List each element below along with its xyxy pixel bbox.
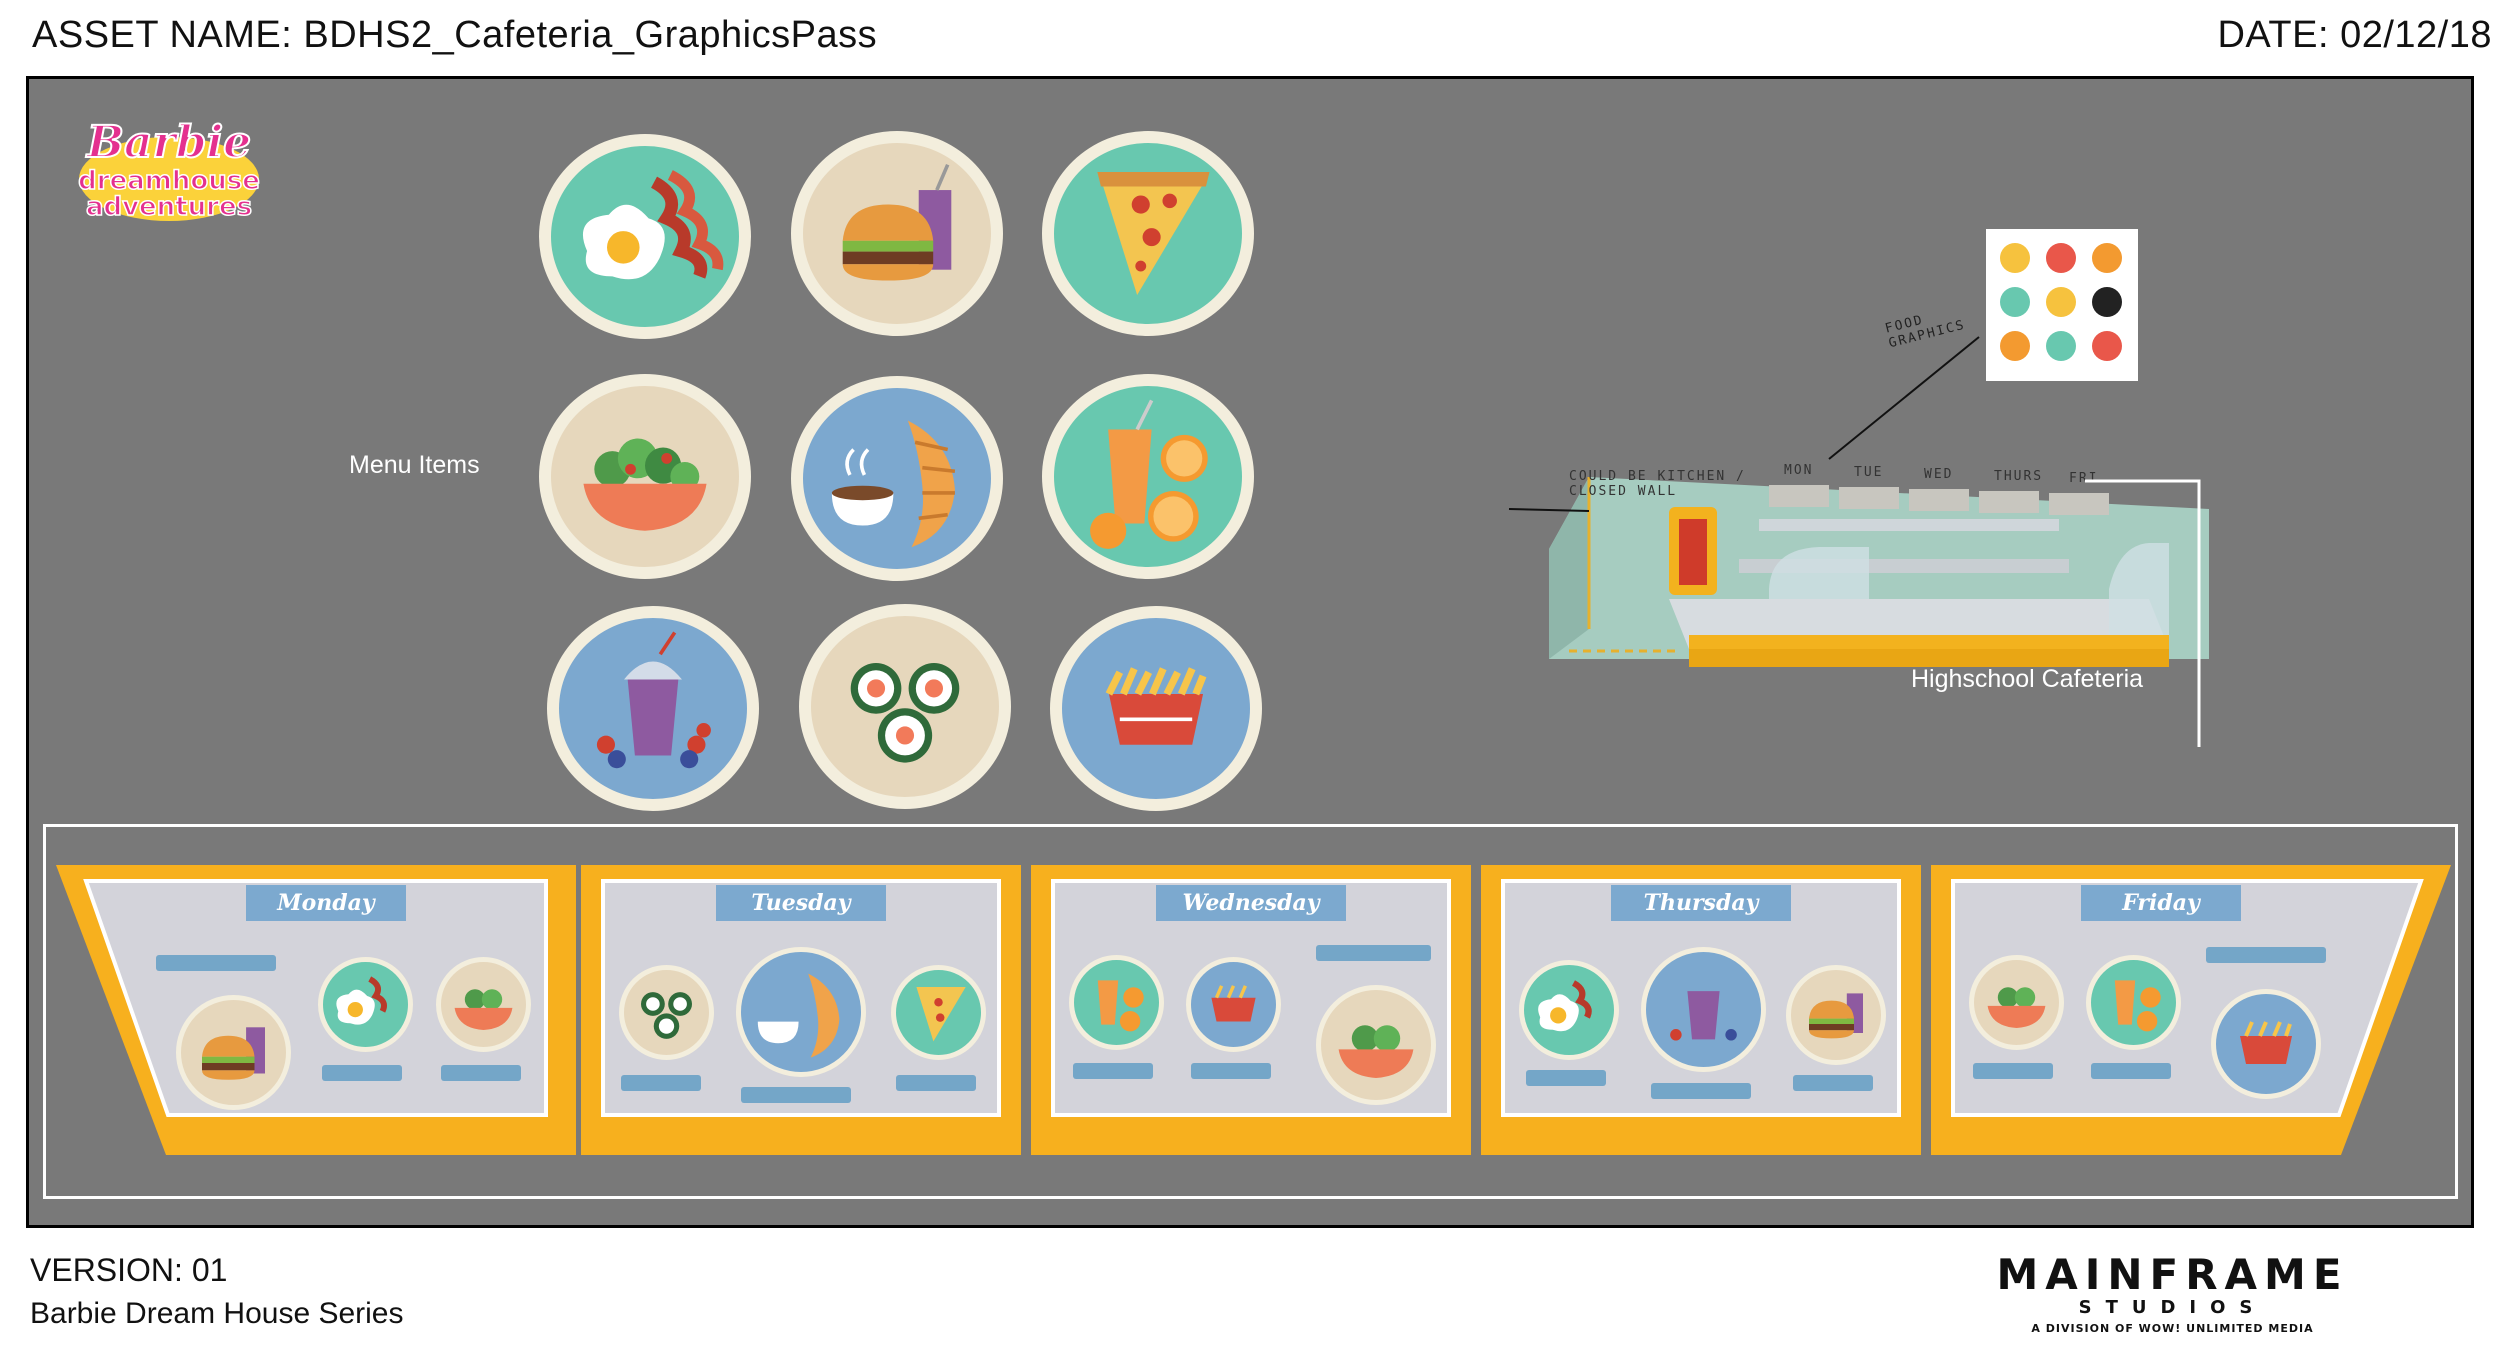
studio-sub: STUDIOS xyxy=(2078,1297,2267,1318)
reference-dot-icon xyxy=(2046,243,2076,273)
svg-text:Barbie: Barbie xyxy=(85,117,251,168)
orange-juice-icon xyxy=(1069,955,1164,1050)
reference-dot-icon xyxy=(2046,287,2076,317)
coffee-croissant-icon xyxy=(736,947,866,1077)
fries-tray-icon xyxy=(1186,957,1281,1052)
barbie-logo: Barbie dreamhouse adventures xyxy=(74,109,264,229)
day-label-mon: MON xyxy=(1784,463,1814,478)
day-label-tue: TUE xyxy=(1854,465,1884,480)
pizza-slice-icon xyxy=(891,965,986,1060)
day-label-thurs: THURS xyxy=(1994,469,2044,484)
food-graphics-note: FOOD GRAPHICS xyxy=(1883,312,1968,352)
sushi-rolls-icon xyxy=(799,604,1011,809)
menu-board-friday: Friday xyxy=(1931,865,2451,1155)
price-bar xyxy=(621,1075,701,1091)
fries-tray-icon xyxy=(2211,989,2321,1099)
price-bar xyxy=(2206,947,2326,963)
berry-smoothie-icon xyxy=(547,606,759,811)
menu-items-label: Menu Items xyxy=(349,451,480,479)
burger-drink-icon xyxy=(791,131,1003,336)
orange-juice-icon xyxy=(2086,955,2181,1050)
mainframe-logo: MAINFRAME STUDIOS A DIVISION OF WOW! UNL… xyxy=(1985,1250,2360,1335)
studio-tagline: A DIVISION OF WOW! UNLIMITED MEDIA xyxy=(2031,1322,2314,1335)
orange-juice-icon xyxy=(1042,374,1254,579)
price-bar xyxy=(156,955,276,971)
fried-egg-bacon-icon xyxy=(318,957,413,1052)
kitchen-note: COULD BE KITCHEN / CLOSED WALL xyxy=(1569,469,1746,499)
menu-board-banner: Tuesday xyxy=(716,885,886,921)
studio-name: MAINFRAME xyxy=(1996,1250,2349,1299)
fries-tray-icon xyxy=(1050,606,1262,811)
asset-date: DATE: 02/12/18 xyxy=(2217,14,2492,56)
coffee-croissant-icon xyxy=(791,376,1003,581)
price-bar xyxy=(1073,1063,1153,1079)
food-graphics-reference-card xyxy=(1986,229,2138,381)
day-label-fri: FRI xyxy=(2069,471,2099,486)
menu-board-tuesday: Tuesday xyxy=(581,865,1021,1155)
price-bar xyxy=(1316,945,1431,961)
price-bar xyxy=(1973,1063,2053,1079)
price-bar xyxy=(1526,1070,1606,1086)
salad-bowl-icon xyxy=(539,374,751,579)
price-bar xyxy=(1191,1063,1271,1079)
asset-name: ASSET NAME: BDHS2_Cafeteria_GraphicsPass xyxy=(32,14,878,56)
menu-board-banner: Monday xyxy=(246,885,406,921)
price-bar xyxy=(322,1065,402,1081)
berry-smoothie-icon xyxy=(1641,947,1766,1072)
menu-board-banner: Friday xyxy=(2081,885,2241,921)
cafeteria-label: Highschool Cafeteria xyxy=(1911,665,2144,693)
price-bar xyxy=(1651,1083,1751,1099)
menu-board-banner: Wednesday xyxy=(1156,885,1346,921)
reference-dot-icon xyxy=(2092,287,2122,317)
price-bar xyxy=(896,1075,976,1091)
reference-dot-icon xyxy=(2000,243,2030,273)
menu-board-wednesday: Wednesday xyxy=(1031,865,1471,1155)
price-bar xyxy=(1793,1075,1873,1091)
price-bar xyxy=(741,1087,851,1103)
salad-bowl-icon xyxy=(1969,955,2064,1050)
salad-bowl-icon xyxy=(436,957,531,1052)
reference-dot-icon xyxy=(2092,243,2122,273)
pizza-slice-icon xyxy=(1042,131,1254,336)
reference-dot-icon xyxy=(2000,287,2030,317)
burger-drink-icon xyxy=(176,995,291,1110)
reference-dot-icon xyxy=(2046,331,2076,361)
menu-board-monday: Monday xyxy=(56,865,576,1155)
reference-dot-icon xyxy=(2092,331,2122,361)
fried-egg-bacon-icon xyxy=(539,134,751,339)
menu-board-banner: Thursday xyxy=(1611,885,1791,921)
salad-bowl-icon xyxy=(1316,985,1436,1105)
fried-egg-bacon-icon xyxy=(1519,960,1619,1060)
art-board: Barbie dreamhouse adventures Menu Items xyxy=(26,76,2474,1228)
price-bar xyxy=(441,1065,521,1081)
reference-dot-icon xyxy=(2000,331,2030,361)
barbie-logo-icon: Barbie dreamhouse adventures xyxy=(77,116,260,223)
burger-drink-icon xyxy=(1786,965,1886,1065)
cafeteria-sketch: COULD BE KITCHEN / CLOSED WALL MON TUE W… xyxy=(1509,399,2229,739)
cafeteria-counter-icon xyxy=(1549,477,2209,667)
day-label-wed: WED xyxy=(1924,467,1954,482)
sushi-rolls-icon xyxy=(619,965,714,1060)
svg-text:adventures: adventures xyxy=(86,192,252,222)
price-bar xyxy=(2091,1063,2171,1079)
series-label: Barbie Dream House Series xyxy=(30,1297,404,1330)
version-label: VERSION: 01 xyxy=(30,1252,228,1288)
menu-board-strip: Monday Tuesday Wednesday xyxy=(43,824,2458,1199)
svg-text:dreamhouse: dreamhouse xyxy=(78,166,260,196)
menu-board-thursday: Thursday xyxy=(1481,865,1921,1155)
